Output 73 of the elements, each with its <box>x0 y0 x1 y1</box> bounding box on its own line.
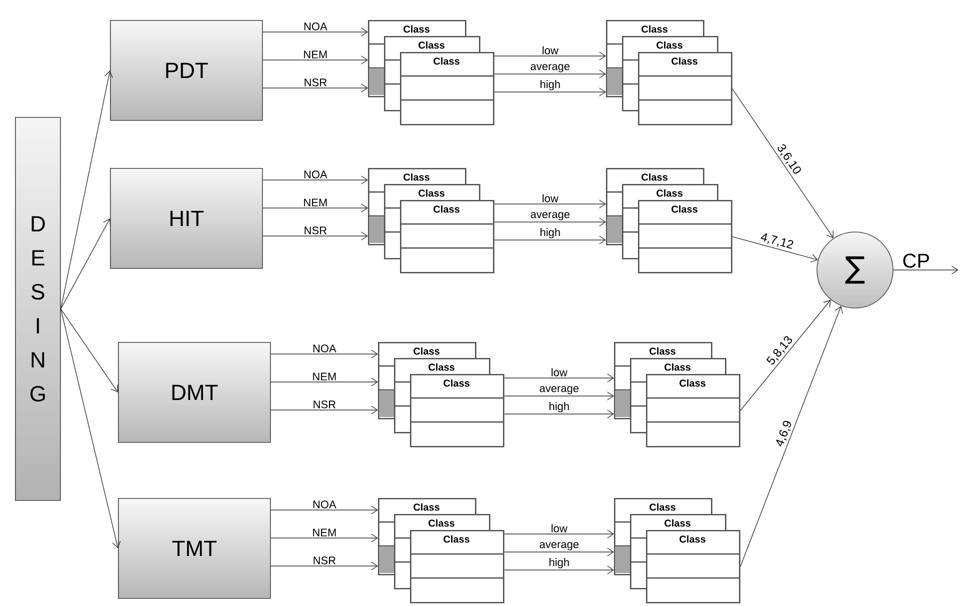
edge-label: NEM <box>302 198 329 208</box>
edge-label: high <box>538 79 562 92</box>
edge-label: NSR <box>312 400 338 410</box>
arrow <box>504 374 614 382</box>
class-box: Class <box>638 52 732 126</box>
process-box: PDT <box>110 20 263 121</box>
class-box: Class <box>410 374 504 448</box>
edge-label: NEM <box>311 528 338 538</box>
edge-label: NEM <box>302 50 329 60</box>
edge-label: low <box>550 523 568 534</box>
vertical-box: DESING <box>15 117 61 501</box>
arrow <box>740 306 843 567</box>
edge-label: average <box>529 211 572 222</box>
edge-label: 4,6,9 <box>773 418 795 450</box>
edge-label: low <box>540 45 560 56</box>
arrow <box>270 350 378 358</box>
edge-label: high <box>548 401 571 414</box>
arrow <box>262 232 368 240</box>
process-box: HIT <box>110 168 263 269</box>
arrow <box>262 204 368 212</box>
arrow <box>504 392 614 400</box>
arrow <box>60 308 118 392</box>
arrow <box>494 70 606 78</box>
arrow <box>270 406 378 414</box>
arrow <box>732 236 818 262</box>
edge-label: NSR <box>302 78 328 88</box>
class-box: Class <box>638 200 732 274</box>
edge-label: NOA <box>311 500 338 510</box>
arrow <box>732 88 834 238</box>
arrow <box>262 28 368 36</box>
edge-label: NOA <box>302 22 328 32</box>
arrow <box>270 378 378 386</box>
edge-label: NSR <box>312 556 338 566</box>
arrow <box>270 506 378 514</box>
class-box: Class <box>646 530 740 604</box>
arrow <box>504 548 614 556</box>
arrow <box>270 562 378 570</box>
class-box: Class <box>410 530 504 604</box>
arrow <box>262 56 368 64</box>
edge-label: 4,7,12 <box>758 231 796 252</box>
edge-label: average <box>529 63 572 74</box>
arrow <box>504 566 614 574</box>
arrow <box>262 84 368 92</box>
arrow <box>494 52 606 60</box>
edge-label: NOA <box>302 170 328 180</box>
arrow <box>504 530 614 538</box>
arrow <box>893 266 958 274</box>
edge-label: NSR <box>302 226 328 236</box>
edge-label: high <box>548 557 571 570</box>
class-box: Class <box>646 374 740 448</box>
edge-label: low <box>550 367 568 378</box>
edge-label: NOA <box>311 344 338 354</box>
arrow <box>494 88 606 96</box>
class-box: Class <box>400 52 494 126</box>
arrow <box>262 176 368 184</box>
arrow <box>494 200 606 208</box>
arrow <box>60 308 121 548</box>
arrow <box>494 218 606 226</box>
class-box: Class <box>400 200 494 274</box>
edge-label: average <box>538 541 580 552</box>
arrow <box>494 236 606 244</box>
arrow <box>60 218 111 310</box>
arrow <box>270 534 378 542</box>
edge-label: average <box>538 385 580 396</box>
edge-label: high <box>538 227 562 240</box>
arrow <box>504 410 614 418</box>
arrow <box>740 300 831 411</box>
process-box: TMT <box>118 498 271 599</box>
process-box: DMT <box>118 342 271 443</box>
edge-label: low <box>540 193 560 204</box>
edge-label: CP <box>901 252 932 269</box>
arrow <box>60 70 113 310</box>
edge-label: NEM <box>311 372 338 382</box>
